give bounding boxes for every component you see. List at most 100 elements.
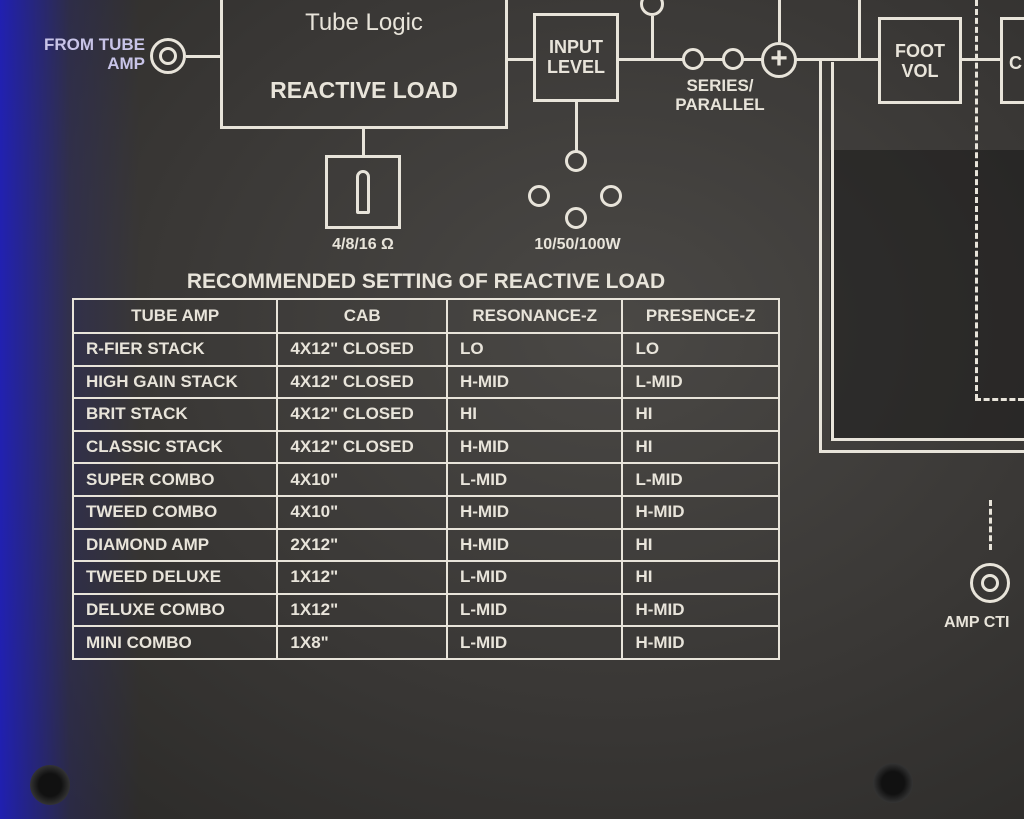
from-tube-amp-label: FROM TUBE AMP bbox=[43, 35, 145, 73]
cell-tube-amp: CLASSIC STACK bbox=[71, 429, 279, 465]
cell-tube-amp: HIGH GAIN STACK bbox=[71, 364, 279, 400]
tube-logic-logo: Tube Logic bbox=[305, 9, 423, 36]
cell-resonance-z: L-MID bbox=[445, 592, 624, 628]
mixer-plus-icon: + bbox=[761, 42, 797, 78]
switch-contact-icon bbox=[722, 48, 744, 70]
input-jack-icon bbox=[150, 38, 186, 74]
signal-line bbox=[619, 58, 819, 61]
selector-node-icon bbox=[565, 207, 587, 229]
cell-resonance-z: HI bbox=[445, 397, 624, 432]
foot-vol-label: FOOT VOL bbox=[895, 41, 945, 81]
cell-cab: 2X12" bbox=[276, 527, 448, 563]
connector-line bbox=[575, 102, 578, 152]
cell-cab: 1X12" bbox=[276, 592, 448, 628]
selector-node-icon bbox=[528, 185, 550, 207]
header-tube-amp: TUBE AMP bbox=[71, 298, 279, 334]
cell-cab: 4X10" bbox=[276, 494, 448, 530]
input-level-block: INPUT LEVEL bbox=[533, 13, 619, 102]
dashed-line bbox=[975, 398, 1024, 401]
cell-cab: 1X12" bbox=[276, 560, 448, 595]
partial-label: C bbox=[1009, 53, 1022, 73]
cell-cab: 4X12" CLOSED bbox=[276, 429, 448, 465]
wattage-label: 10/50/100W bbox=[534, 236, 621, 253]
cell-presence-z: HI bbox=[621, 527, 780, 563]
reactive-load-table: TUBE AMP CAB RESONANCE-Z PRESENCE-Z R-FI… bbox=[71, 298, 780, 660]
cell-tube-amp: SUPER COMBO bbox=[71, 462, 279, 497]
partial-block: C bbox=[1000, 17, 1024, 104]
connector-line bbox=[651, 16, 654, 59]
cell-presence-z: H-MID bbox=[621, 494, 780, 530]
cell-presence-z: L-MID bbox=[621, 364, 780, 400]
header-resonance-z: RESONANCE-Z bbox=[445, 298, 624, 334]
cell-resonance-z: L-MID bbox=[445, 625, 624, 660]
cell-presence-z: HI bbox=[621, 560, 780, 595]
cell-presence-z: HI bbox=[621, 397, 780, 432]
cell-cab: 4X12" CLOSED bbox=[276, 397, 448, 432]
signal-line bbox=[819, 58, 822, 453]
switch-contact-icon bbox=[682, 48, 704, 70]
amp-ctrl-label: AMP CTI bbox=[944, 614, 1010, 631]
connector-line bbox=[362, 129, 365, 155]
cell-resonance-z: H-MID bbox=[445, 494, 624, 530]
cell-tube-amp: MINI COMBO bbox=[71, 625, 279, 660]
cell-cab: 1X8" bbox=[276, 625, 448, 660]
cell-resonance-z: H-MID bbox=[445, 429, 624, 465]
cell-presence-z: H-MID bbox=[621, 592, 780, 628]
cell-presence-z: HI bbox=[621, 429, 780, 465]
connector-line bbox=[508, 58, 533, 61]
cell-tube-amp: DIAMOND AMP bbox=[71, 527, 279, 563]
table-header-row: TUBE AMP CAB RESONANCE-Z PRESENCE-Z bbox=[71, 298, 780, 334]
impedance-switch-icon bbox=[325, 155, 401, 229]
impedance-label: 4/8/16 Ω bbox=[332, 236, 394, 253]
series-parallel-label: SERIES/ PARALLEL bbox=[675, 76, 765, 114]
signal-line bbox=[831, 438, 1024, 441]
dashed-line bbox=[975, 0, 978, 400]
connector-line bbox=[186, 55, 222, 58]
signal-line bbox=[858, 0, 861, 60]
cell-presence-z: H-MID bbox=[621, 625, 780, 660]
cell-resonance-z: H-MID bbox=[445, 364, 624, 400]
screw-icon bbox=[30, 765, 70, 805]
cell-tube-amp: R-FIER STACK bbox=[71, 332, 279, 367]
signal-line bbox=[819, 58, 879, 61]
cell-presence-z: LO bbox=[621, 332, 780, 367]
foot-vol-block: FOOT VOL bbox=[878, 17, 962, 104]
reactive-load-label: REACTIVE LOAD bbox=[270, 77, 458, 103]
connector-line bbox=[778, 0, 781, 42]
cell-cab: 4X12" CLOSED bbox=[276, 364, 448, 400]
header-cab: CAB bbox=[276, 298, 448, 334]
signal-line bbox=[819, 450, 1024, 453]
cell-resonance-z: L-MID bbox=[445, 560, 624, 595]
cell-tube-amp: TWEED COMBO bbox=[71, 494, 279, 530]
cell-tube-amp: TWEED DELUXE bbox=[71, 560, 279, 595]
cell-tube-amp: BRIT STACK bbox=[71, 397, 279, 432]
cell-presence-z: L-MID bbox=[621, 462, 780, 497]
node-icon bbox=[640, 0, 664, 16]
reactive-load-block: Tube Logic REACTIVE LOAD bbox=[220, 0, 508, 129]
cell-resonance-z: LO bbox=[445, 332, 624, 367]
input-level-label: INPUT LEVEL bbox=[546, 37, 605, 77]
screw-icon bbox=[873, 763, 913, 803]
cell-cab: 4X12" CLOSED bbox=[276, 332, 448, 367]
cell-resonance-z: H-MID bbox=[445, 527, 624, 563]
shadow bbox=[830, 150, 1024, 440]
signal-line bbox=[831, 62, 834, 441]
dashed-arrow bbox=[989, 500, 992, 550]
header-presence-z: PRESENCE-Z bbox=[621, 298, 780, 334]
selector-node-icon bbox=[565, 150, 587, 172]
signal-line bbox=[962, 58, 1002, 61]
amp-ctrl-jack-icon bbox=[970, 563, 1010, 603]
selector-node-icon bbox=[600, 185, 622, 207]
cell-tube-amp: DELUXE COMBO bbox=[71, 592, 279, 628]
cell-resonance-z: L-MID bbox=[445, 462, 624, 497]
